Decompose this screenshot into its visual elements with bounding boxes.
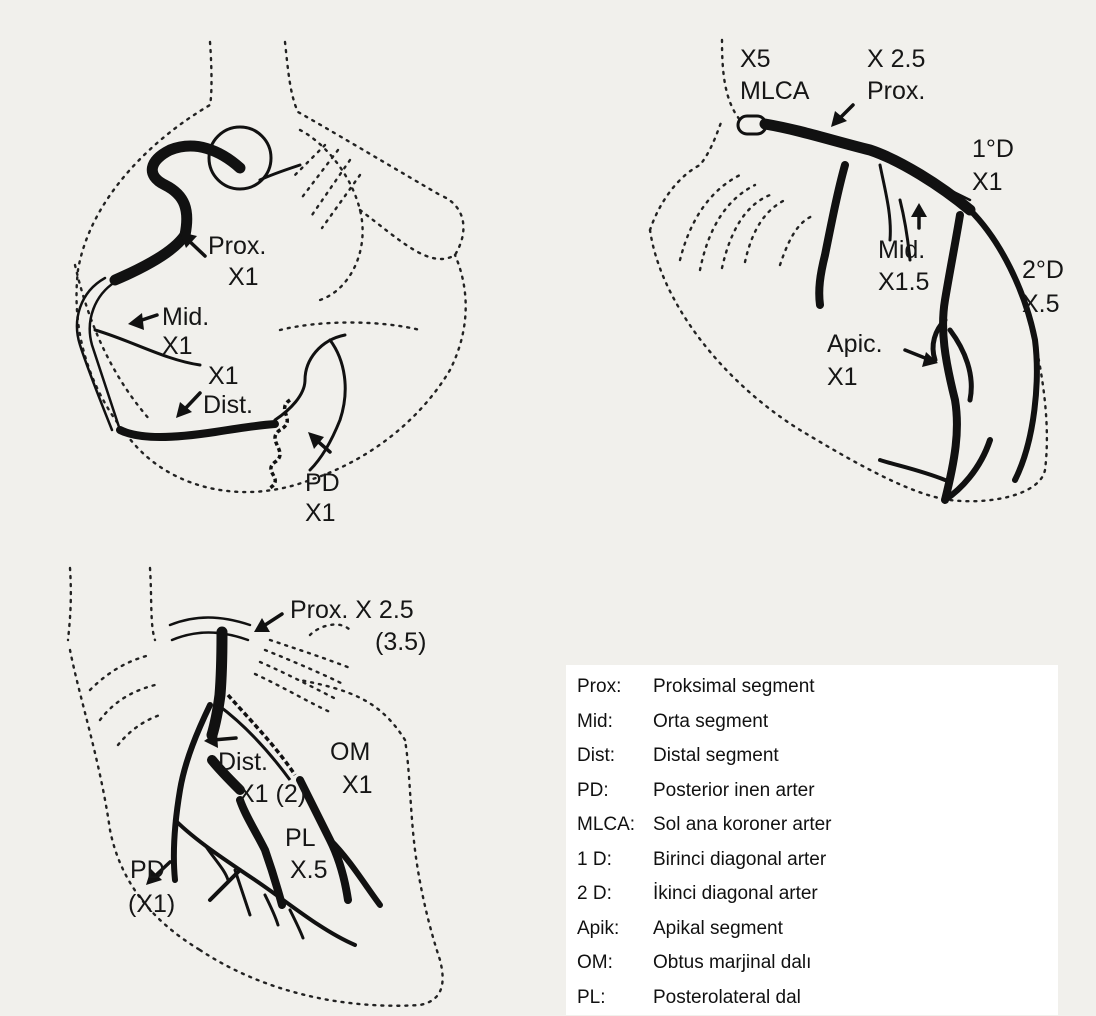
lad-x25-label: X 2.5 — [867, 45, 925, 73]
legend-abbreviation: OM: — [577, 952, 653, 974]
legend-abbreviation: MLCA: — [577, 814, 653, 836]
legend-description: Posterior inen arter — [653, 780, 815, 802]
legend-row: 2 D:İkinci diagonal arter — [577, 877, 1058, 912]
legend-abbreviation: PL: — [577, 987, 653, 1009]
legend-abbreviation: Apik: — [577, 918, 653, 940]
lad-d2-factor: X.5 — [1022, 290, 1060, 318]
lad-apic-factor: X1 — [827, 363, 858, 391]
cx-prox-label: Prox. X 2.5 — [290, 596, 414, 624]
lad-d2-label: 2°D — [1022, 256, 1064, 284]
rca-pd-label: PD — [305, 469, 340, 497]
legend-description: Distal segment — [653, 745, 779, 767]
cx-dist-factor: X1 (2) — [238, 780, 306, 808]
legend-abbreviation: PD: — [577, 780, 653, 802]
legend-row: PD:Posterior inen arter — [577, 774, 1058, 809]
rca-pd-factor: X1 — [305, 499, 336, 527]
rca-prox-factor: X1 — [228, 263, 259, 291]
rca-x1-label: X1 — [208, 362, 239, 390]
cx-om-factor: X1 — [342, 771, 373, 799]
legend-row: MLCA:Sol ana koroner arter — [577, 808, 1058, 843]
legend-row: OM:Obtus marjinal dalı — [577, 946, 1058, 981]
legend-description: İkinci diagonal arter — [653, 883, 818, 905]
legend-description: Posterolateral dal — [653, 987, 801, 1009]
lad-apic-label: Apic. — [827, 330, 883, 358]
legend-row: Mid:Orta segment — [577, 705, 1058, 740]
legend-description: Birinci diagonal arter — [653, 849, 826, 871]
lad-d1-factor: X1 — [972, 168, 1003, 196]
legend-row: Apik:Apikal segment — [577, 912, 1058, 947]
lad-prox-label: Prox. — [867, 77, 925, 105]
cx-dist-label: Dist. — [218, 748, 268, 776]
lad-x5-label: X5 — [740, 45, 771, 73]
cx-pl-factor: X.5 — [290, 856, 328, 884]
legend-description: Proksimal segment — [653, 676, 815, 698]
legend-row: 1 D:Birinci diagonal arter — [577, 843, 1058, 878]
rca-artery — [77, 127, 345, 488]
cx-pd-factor: (X1) — [128, 890, 175, 918]
legend-abbreviation: 1 D: — [577, 849, 653, 871]
legend-description: Apikal segment — [653, 918, 783, 940]
legend-description: Obtus marjinal dalı — [653, 952, 811, 974]
legend-row: Dist:Distal segment — [577, 739, 1058, 774]
rca-mid-label: Mid. — [162, 303, 209, 331]
rca-prox-label: Prox. — [208, 232, 266, 260]
lad-d1-label: 1°D — [972, 135, 1014, 163]
cx-prox-alt: (3.5) — [375, 628, 426, 656]
legend-description: Orta segment — [653, 711, 768, 733]
legend-row: PL:Posterolateral dal — [577, 981, 1058, 1016]
lad-mid-factor: X1.5 — [878, 268, 929, 296]
cx-pl-label: PL — [285, 824, 316, 852]
legend-abbreviation: Mid: — [577, 711, 653, 733]
rca-mid-factor: X1 — [162, 332, 193, 360]
rca-panel: Prox. X1 Mid. X1 X1 Dist. PD X1 — [75, 42, 466, 527]
legend-row: Prox:Proksimal segment — [577, 670, 1058, 705]
lad-mlca-label: MLCA — [740, 77, 810, 105]
cx-pd-label: PD — [130, 856, 165, 884]
legend-abbreviation: Dist: — [577, 745, 653, 767]
cx-om-label: OM — [330, 738, 370, 766]
lad-mid-label: Mid. — [878, 236, 925, 264]
rca-dist-label: Dist. — [203, 391, 253, 419]
legend-abbreviation: Prox: — [577, 676, 653, 698]
legend-abbreviation: 2 D: — [577, 883, 653, 905]
cx-panel: Prox. X 2.5 (3.5) Dist. X1 (2) OM X1 PL … — [68, 568, 443, 1006]
legend-description: Sol ana koroner arter — [653, 814, 832, 836]
lad-panel: X5 MLCA X 2.5 Prox. 1°D X1 Mid. X1.5 2°D… — [650, 40, 1064, 501]
